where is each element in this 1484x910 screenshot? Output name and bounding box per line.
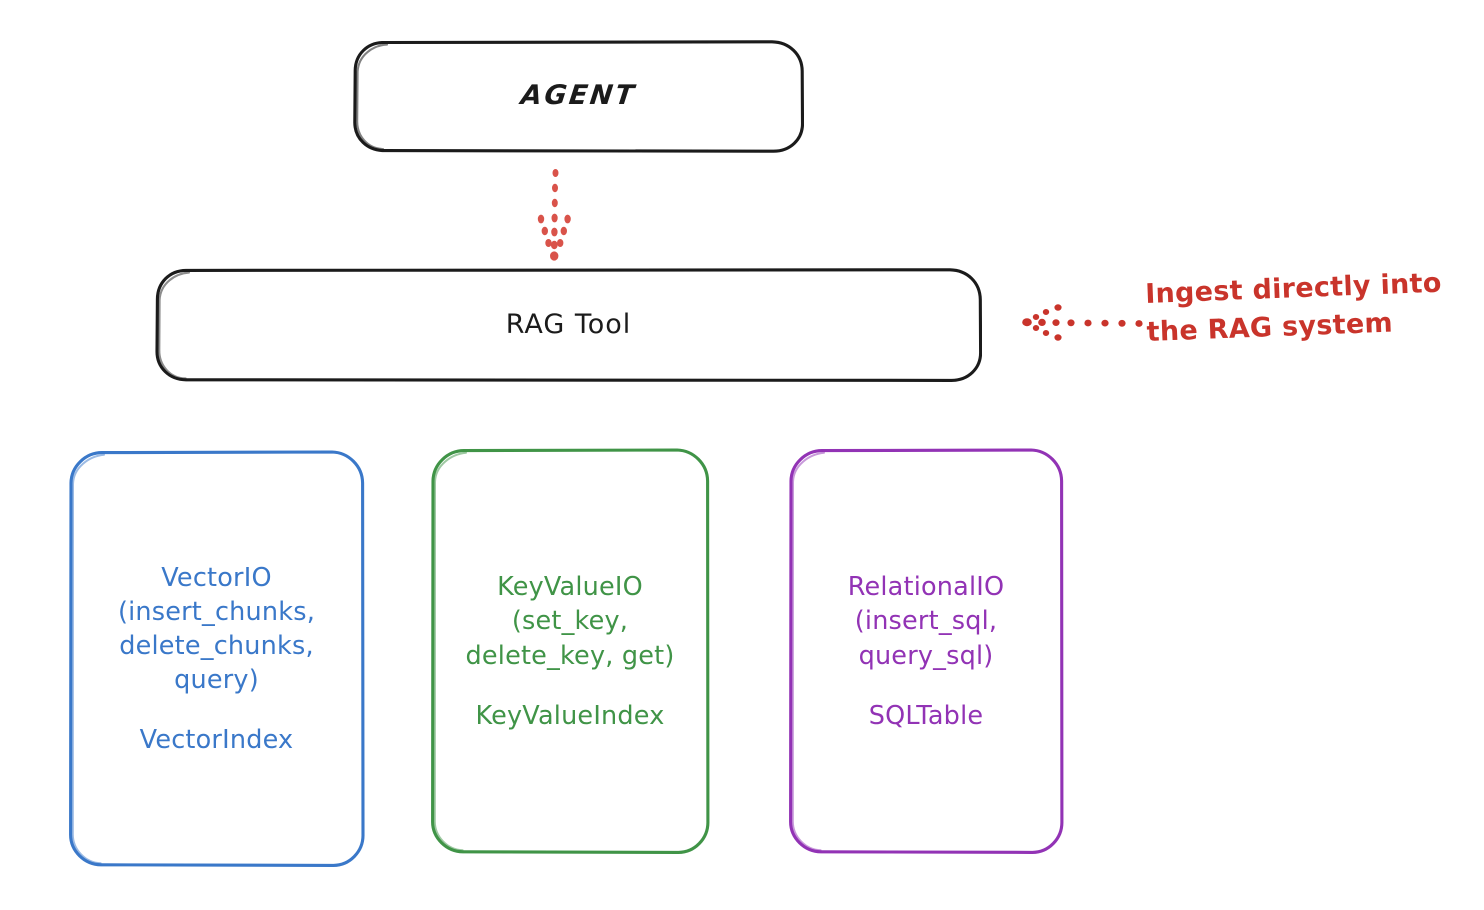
edge-ingest-into-rag-label: Ingest directly into the RAG system bbox=[1144, 267, 1443, 349]
edge-agent-to-rag-tool bbox=[537, 169, 571, 261]
node-relational-io-spacer bbox=[848, 673, 1005, 699]
node-key-value-io-spacer bbox=[466, 673, 675, 699]
edge-ingest-into-rag-arrow bbox=[1022, 304, 1143, 341]
node-vector-io-index-label: VectorIndex bbox=[139, 725, 294, 756]
node-rag-tool[interactable]: RAG Tool bbox=[155, 268, 982, 383]
node-key-value-io-api-label: KeyValueIO (set_key, delete_key, get) bbox=[465, 572, 675, 671]
node-relational-io[interactable]: RelationalIO (insert_sql, query_sql) SQLT… bbox=[788, 448, 1064, 855]
node-vector-io[interactable]: VectorIO (insert_chunks, delete_chunks, … bbox=[68, 450, 365, 868]
node-key-value-io-index-label: KeyValueIndex bbox=[475, 700, 665, 731]
node-relational-io-index-label: SQLTable bbox=[868, 700, 984, 731]
node-key-value-io-text: KeyValueIO (set_key, delete_key, get) Key… bbox=[460, 570, 681, 733]
node-key-value-io[interactable]: KeyValueIO (set_key, delete_key, get) Key… bbox=[430, 448, 710, 855]
node-agent-label: AGENT bbox=[519, 80, 638, 112]
node-vector-io-spacer bbox=[118, 697, 315, 723]
node-agent[interactable]: AGENT bbox=[353, 40, 804, 153]
node-vector-io-text: VectorIO (insert_chunks, delete_chunks, … bbox=[112, 561, 321, 758]
node-rag-tool-label: RAG Tool bbox=[505, 309, 632, 341]
node-relational-io-text: RelationalIO (insert_sql, query_sql) SQLT… bbox=[842, 570, 1011, 733]
node-relational-io-api-label: RelationalIO (insert_sql, query_sql) bbox=[847, 572, 1005, 671]
node-vector-io-api-label: VectorIO (insert_chunks, delete_chunks, … bbox=[117, 562, 316, 696]
